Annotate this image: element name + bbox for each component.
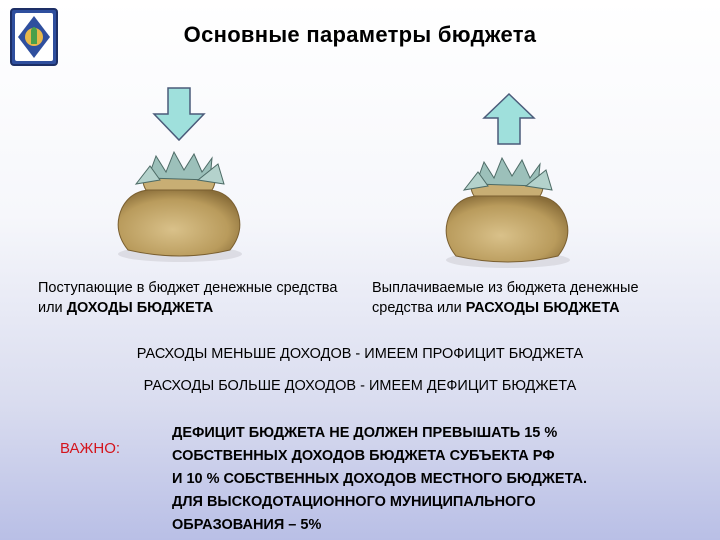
money-bag-image [106,150,252,270]
emblem-logo [10,8,58,66]
up-arrow-icon [482,92,536,151]
surplus-statement: РАСХОДЫ МЕНЬШЕ ДОХОДОВ - ИМЕЕМ ПРОФИЦИТ … [136,346,584,362]
page-title: Основные параметры бюджета [183,22,537,47]
important-line: ОБРАЗОВАНИЯ – 5% [172,517,322,533]
income-caption: Поступающие в бюджет денежные средства и… [38,278,348,318]
deficit-statement: РАСХОДЫ БОЛЬШЕ ДОХОДОВ - ИМЕЕМ ДЕФИЦИТ Б… [143,378,577,394]
expense-caption: Выплачиваемые из бюджета денежные средст… [372,278,702,318]
important-line: ДЛЯ ВЫСКОДОТАЦИОННОГО МУНИЦИПАЛЬНОГО [172,494,536,510]
important-line: ДЕФИЦИТ БЮДЖЕТА НЕ ДОЛЖЕН ПРЕВЫШАТЬ 15 % [172,425,558,441]
expense-caption-bold: РАСХОДЫ БЮДЖЕТА [465,300,620,316]
important-text: ДЕФИЦИТ БЮДЖЕТА НЕ ДОЛЖЕН ПРЕВЫШАТЬ 15 %… [172,422,587,537]
important-line: И 10 % СОБСТВЕННЫХ ДОХОДОВ МЕСТНОГО БЮДЖ… [172,471,588,487]
important-label: ВАЖНО: [60,440,121,457]
down-arrow-icon [152,86,206,147]
expense-caption-text: Выплачиваемые из бюджета денежные средст… [372,280,639,316]
money-bag-image [434,156,580,276]
income-caption-bold: ДОХОДЫ БЮДЖЕТА [66,300,214,316]
income-caption-text: Поступающие в бюджет денежные средства и… [38,280,338,316]
important-line: СОБСТВЕННЫХ ДОХОДОВ БЮДЖЕТА СУБЪЕКТА РФ [172,448,555,464]
